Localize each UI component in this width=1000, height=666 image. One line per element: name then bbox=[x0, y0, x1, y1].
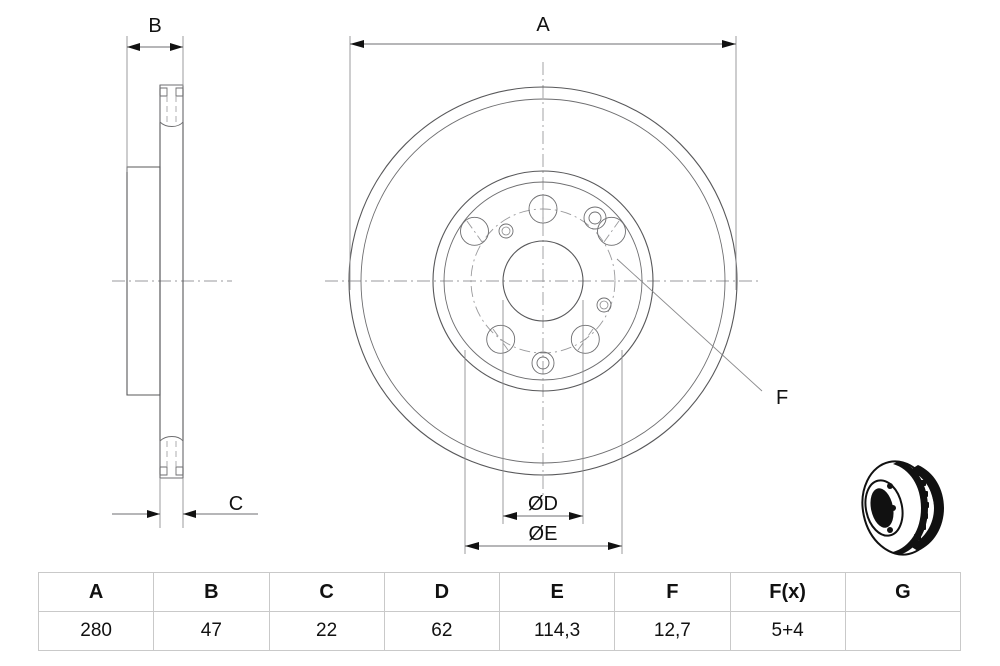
column-header-d: D bbox=[383, 572, 501, 612]
threaded-hole-1-outer bbox=[583, 206, 607, 230]
bolt-hole-4 bbox=[486, 324, 516, 354]
b-arrow-left bbox=[127, 43, 140, 51]
dimension-label-d: ØD bbox=[528, 493, 558, 515]
disc-outer-circle bbox=[348, 86, 738, 476]
dimension-label-e: ØE bbox=[529, 523, 558, 545]
table-header-row: A B C D E F F(x) G bbox=[37, 572, 962, 612]
dimension-label-b: B bbox=[148, 15, 161, 37]
value-f: 12,7 bbox=[614, 611, 731, 651]
dimension-table-body: 280 47 22 62 114,3 12,7 5+4 bbox=[37, 611, 962, 651]
value-b: 47 bbox=[153, 611, 270, 651]
dimension-label-c: C bbox=[229, 493, 243, 515]
column-header-f: F bbox=[614, 572, 731, 612]
c-arrow-left bbox=[147, 510, 160, 518]
dimension-table: A B C D E F F(x) G 280 47 22 62 114,3 bbox=[37, 572, 962, 651]
centre-bore-circle bbox=[502, 240, 584, 322]
value-c: 22 bbox=[268, 611, 385, 651]
bolt-hole-2-centermark bbox=[603, 220, 620, 243]
column-header-g: G bbox=[844, 572, 962, 612]
e-arrow-right bbox=[608, 542, 622, 550]
thumbnail-bolt-hole-3 bbox=[887, 527, 893, 533]
table-row: 280 47 22 62 114,3 12,7 5+4 bbox=[37, 611, 962, 651]
column-header-fx: F(x) bbox=[729, 572, 846, 612]
threaded-hole-1-inner bbox=[588, 211, 602, 225]
column-header-e: E bbox=[498, 572, 616, 612]
b-arrow-right bbox=[170, 43, 183, 51]
side-vent-pocket-top bbox=[159, 84, 184, 127]
thumbnail-face-shadow bbox=[893, 461, 928, 555]
thumbnail-hub-bore bbox=[870, 488, 894, 528]
c-arrow-right bbox=[183, 510, 196, 518]
a-arrow-left bbox=[350, 40, 364, 48]
dimension-table-container: A B C D E F F(x) G 280 47 22 62 114,3 bbox=[37, 572, 962, 651]
bolt-hole-4-centermark bbox=[492, 328, 509, 351]
bolt-hole-5-centermark bbox=[466, 220, 483, 243]
f-leader-line bbox=[616, 258, 763, 392]
e-arrow-left bbox=[465, 542, 479, 550]
side-vent-pocket-bottom bbox=[159, 436, 184, 479]
bolt-hole-3-centermark bbox=[577, 328, 594, 351]
small-hole-1-inner bbox=[501, 226, 511, 236]
d-arrow-right bbox=[569, 512, 583, 520]
side-section-view: B C bbox=[112, 15, 258, 528]
value-fx: 5+4 bbox=[729, 611, 846, 651]
disc-outer-inner-circle bbox=[360, 98, 726, 464]
small-hole-1-outer bbox=[498, 223, 514, 239]
threaded-hole-2-inner bbox=[536, 356, 550, 370]
product-thumbnail bbox=[861, 460, 944, 556]
a-arrow-right bbox=[722, 40, 736, 48]
bolt-hole-2 bbox=[597, 216, 626, 246]
side-hub-body bbox=[126, 166, 161, 396]
bolt-hole-5 bbox=[460, 216, 489, 246]
hub-bell-inner-circle bbox=[443, 181, 643, 381]
hub-bell-outer-circle bbox=[432, 170, 654, 392]
bolt-hole-3 bbox=[570, 324, 600, 354]
small-hole-2-inner bbox=[599, 300, 609, 310]
dimension-label-f: F bbox=[776, 387, 788, 409]
dimension-table-head: A B C D E F F(x) G bbox=[37, 572, 962, 612]
thumbnail-bolt-hole-2 bbox=[890, 505, 896, 511]
thumbnail-vent-rim bbox=[910, 465, 944, 551]
small-hole-2-outer bbox=[596, 297, 612, 313]
dimension-label-a: A bbox=[536, 14, 550, 36]
value-d: 62 bbox=[383, 611, 501, 651]
value-a: 280 bbox=[37, 611, 155, 651]
column-header-c: C bbox=[268, 572, 385, 612]
d-arrow-left bbox=[503, 512, 517, 520]
bolt-hole-centermarks bbox=[466, 195, 620, 351]
thumbnail-bolt-hole-1 bbox=[887, 483, 893, 489]
value-g bbox=[844, 611, 962, 651]
auxiliary-holes bbox=[498, 206, 612, 375]
column-header-a: A bbox=[37, 572, 155, 612]
column-header-b: B bbox=[153, 572, 270, 612]
threaded-hole-2-outer bbox=[531, 351, 555, 375]
value-e: 114,3 bbox=[498, 611, 616, 651]
front-face-view: A F ØD ØE bbox=[325, 14, 788, 554]
